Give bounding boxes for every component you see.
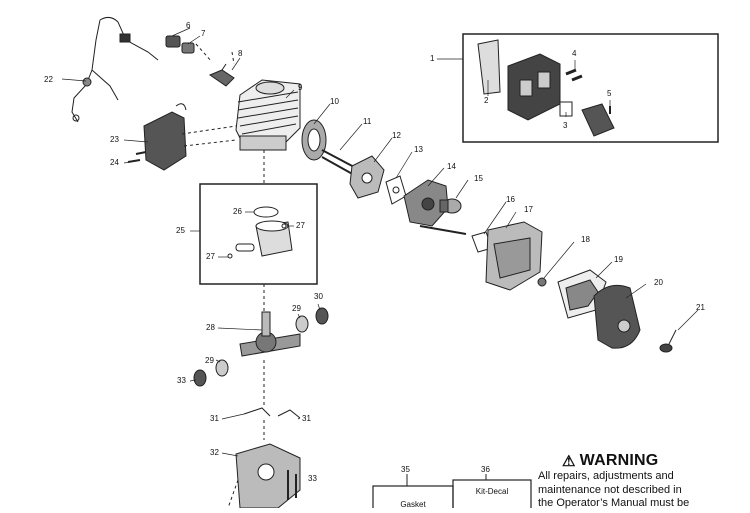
part-28-crankshaft [239,311,301,357]
callout-9: 9 [298,83,303,92]
part-9-cylinder [235,79,301,151]
part-7-bushing [181,42,195,54]
callout-28: 28 [206,323,215,332]
part-31-clips [243,407,301,419]
callout-22: 22 [44,75,53,84]
part-2-muffler-body [477,39,561,121]
callout-35: 35 [401,465,410,474]
part-4-muffler-bolts [565,68,583,82]
callout-7: 7 [201,29,206,38]
callout-27a: 27 [296,221,305,230]
part-8-spark-plug [208,63,235,87]
part-26-piston-ring [253,206,279,218]
part-15-primer-bulb [439,198,462,214]
callout-27b: 27 [206,252,215,261]
part-30-seal [315,307,329,325]
callout-12: 12 [392,131,401,140]
callout-15: 15 [474,174,483,183]
part-17-air-box [485,221,543,291]
callout-20: 20 [654,278,663,287]
part-11-bolts [321,149,357,177]
part-23-ignition-module [143,103,187,171]
callout-25: 25 [176,226,185,235]
part-21-cover-knob [659,329,677,353]
part-33-seal [193,369,207,387]
callout-1: 1 [430,54,435,63]
warning-triangle-icon: ⚠ [562,453,576,470]
callout-17: 17 [524,205,533,214]
callout-labels: 1234567891011121314151617181920212223242… [44,21,705,483]
part-12-carburetor-adapter [349,155,385,199]
warning-line: maintenance not described in [538,483,682,496]
callout-16: 16 [506,195,515,204]
callout-36: 36 [481,465,490,474]
callout-8: 8 [238,49,243,58]
part-5-spark-arrestor-plate [581,103,615,137]
callout-3: 3 [563,121,568,130]
callout-10: 10 [330,97,339,106]
callout-19: 19 [614,255,623,264]
assembly-lines [181,43,265,509]
callout-26: 26 [233,207,242,216]
warning-title: WARNING [579,452,659,469]
part-18-nut [537,277,547,287]
callout-14: 14 [447,162,456,171]
part-14-carburetor [403,179,467,235]
part-piston [255,220,293,257]
callout-30: 30 [314,292,323,301]
callout-33b: 33 [308,474,317,483]
warning-line: the Operator’s Manual must be [538,497,690,509]
warning-line: All repairs, adjustments and [538,470,674,482]
muffler-group-box [462,33,719,143]
callout-6: 6 [186,21,191,30]
callout-18: 18 [581,235,590,244]
part-6-bushing [165,35,181,48]
part-19-air-filter [557,269,607,319]
callout-13: 13 [414,145,423,154]
callout-21: 21 [696,303,705,312]
callout-4: 4 [572,49,577,58]
callout-5: 5 [607,89,612,98]
callout-32: 32 [210,448,219,457]
part-13-gasket [385,175,407,205]
kit-box-36 [452,479,532,513]
callout-29b: 29 [205,356,214,365]
callout-29a: 29 [292,304,301,313]
callout-33a: 33 [177,376,186,385]
warning-block: ⚠ WARNING All repairs, adjustments and m… [538,452,748,511]
part-10-intake-flange [301,119,327,161]
part-29-bearing [215,315,309,377]
part-24-screws [127,151,147,163]
piston-group-box [199,183,318,285]
part-32-crankcase [235,443,301,509]
callout-31b: 31 [302,414,311,423]
part-22-wiring-harness [71,16,159,123]
callout-2: 2 [484,96,489,105]
kit-gasket-label: Gasket [400,500,426,509]
callout-23: 23 [110,135,119,144]
warning-title-row: ⚠ WARNING [562,452,748,470]
part-20-air-filter-cover [593,284,641,349]
callout-31a: 31 [210,414,219,423]
callout-24: 24 [110,158,119,167]
kit-decal-label: Kit-Decal [475,487,509,496]
callout-11: 11 [363,117,372,126]
